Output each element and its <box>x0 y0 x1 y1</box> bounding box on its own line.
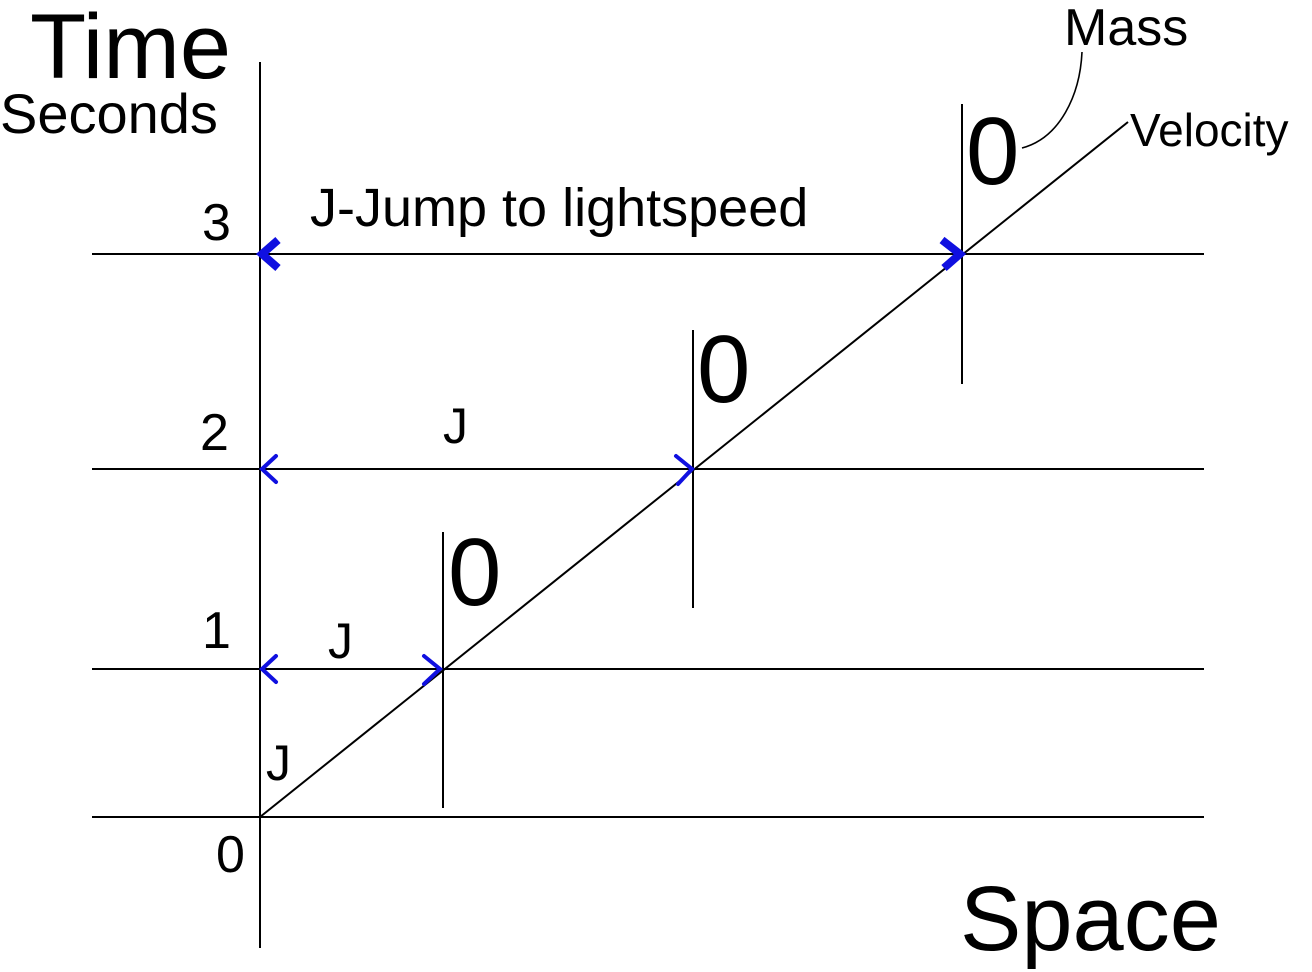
space-axis-title: Space <box>960 868 1221 970</box>
arrow-left-t2 <box>259 454 278 484</box>
time-axis-title: Time <box>30 0 231 98</box>
velocity-label: Velocity <box>1130 104 1289 156</box>
arrow-right-t1 <box>422 654 444 686</box>
jump-marker-diagonal: J <box>266 735 291 791</box>
mass-value-2: 0 <box>697 316 750 423</box>
jump-description: J-Jump to lightspeed <box>310 178 808 238</box>
jump-marker-t2: J <box>443 398 468 454</box>
arrow-right-t2 <box>674 454 695 486</box>
arrow-left-t1 <box>259 654 278 684</box>
mass-leader-curve <box>1021 51 1083 149</box>
mass-value-1: 0 <box>448 519 501 626</box>
time-axis-unit: Seconds <box>0 82 218 145</box>
tick-label-3: 3 <box>202 194 231 252</box>
mass-label: Mass <box>1064 0 1188 57</box>
arrow-right-t3 <box>939 236 967 272</box>
tick-label-0: 0 <box>216 826 245 884</box>
tick-label-2: 2 <box>200 404 229 462</box>
jump-marker-t1: J <box>328 613 353 669</box>
tick-label-1: 1 <box>202 602 231 660</box>
mass-value-3: 0 <box>966 98 1019 205</box>
arrow-left-t3 <box>255 236 281 272</box>
